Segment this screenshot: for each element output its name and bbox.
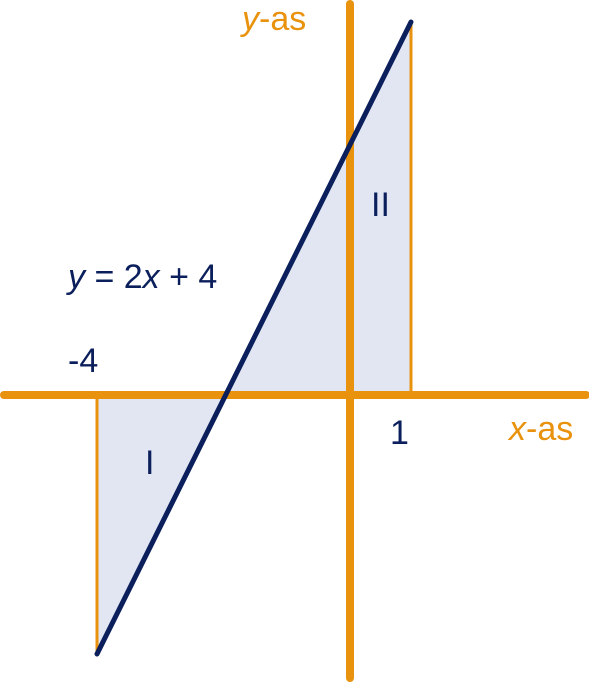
x-axis-label: x-as <box>507 410 573 448</box>
equation-x: x <box>141 258 161 296</box>
x-axis-label-var: x <box>507 410 527 448</box>
region-2-label: II <box>371 186 390 224</box>
equation-y: y <box>66 258 87 296</box>
tick-label-minus-4: -4 <box>68 342 98 380</box>
equation-mid: = 2 <box>85 258 143 296</box>
x-axis-label-rest: -as <box>526 410 573 448</box>
y-axis-label-var: y <box>240 0 261 38</box>
equation-label: y = 2x + 4 <box>66 258 217 296</box>
y-axis-label: y-as <box>240 0 306 38</box>
region-1-label: I <box>145 444 154 482</box>
tick-label-1: 1 <box>390 414 409 452</box>
function-line <box>94 19 414 657</box>
equation-rest: + 4 <box>160 258 218 296</box>
y-axis-label-rest: -as <box>259 0 306 38</box>
